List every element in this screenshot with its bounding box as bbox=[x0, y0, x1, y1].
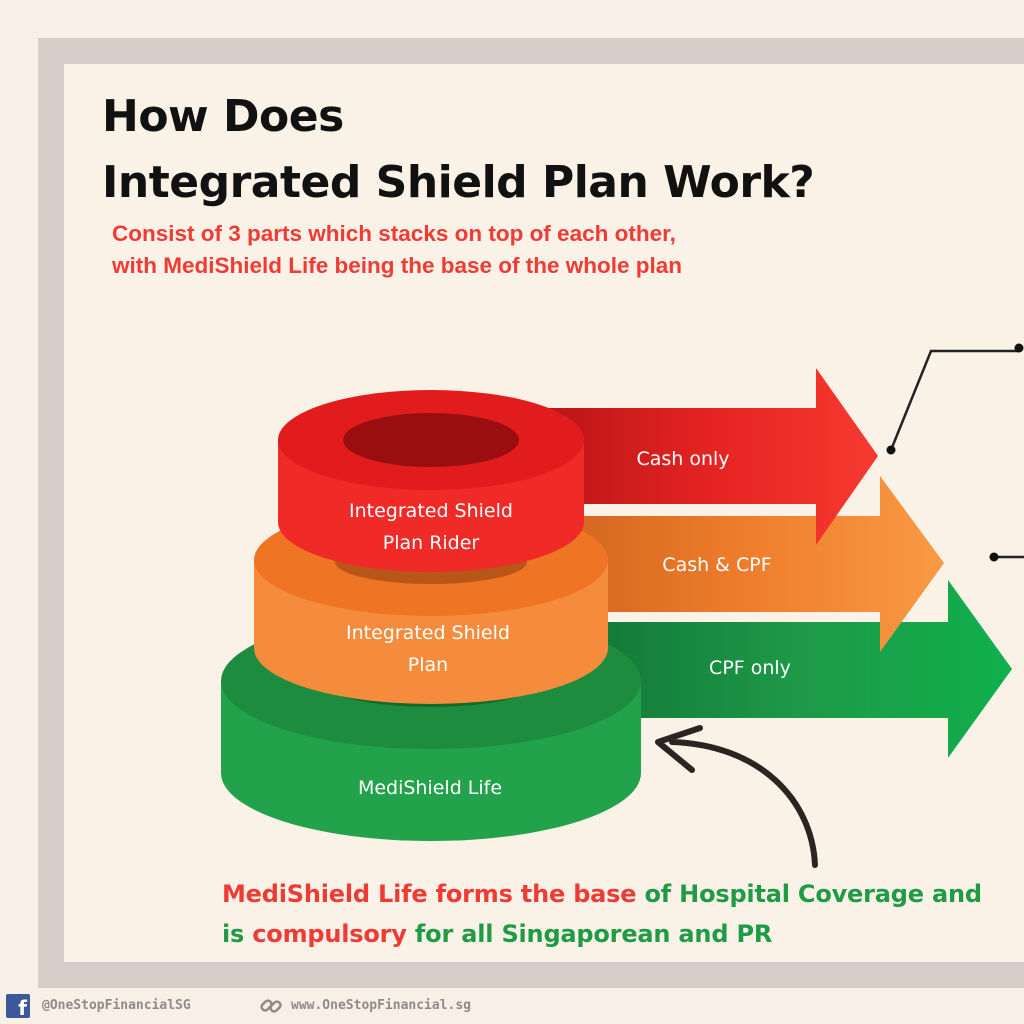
title-line-1: How Does bbox=[102, 91, 344, 142]
plan-label-line-1: Integrated Shield bbox=[346, 622, 510, 644]
title-line-2: Integrated Shield Plan Work? bbox=[102, 157, 815, 208]
medishield-label: MediShield Life bbox=[358, 777, 502, 799]
rider-label-line-1: Integrated Shield bbox=[349, 500, 513, 522]
footer: f @OneStopFinancialSG www.OneStopFinanci… bbox=[0, 990, 1024, 1024]
note-part-3: is bbox=[222, 920, 253, 948]
subtitle-line-1: Consist of 3 parts which stacks on top o… bbox=[112, 221, 676, 246]
subtitle-line-2: with MediShield Life being the base of t… bbox=[112, 253, 683, 278]
arrow-label-cash-cpf: Cash & CPF bbox=[662, 554, 771, 576]
arrow-cash-only bbox=[540, 368, 878, 545]
note-line-2: is compulsory for all Singaporean and PR bbox=[222, 914, 982, 954]
coverage-note: MediShield Life forms the base of Hospit… bbox=[222, 874, 982, 954]
arrow-label-cash-only: Cash only bbox=[636, 448, 729, 470]
arrow-cpf-only bbox=[600, 580, 1012, 758]
note-part-4: compulsory bbox=[252, 920, 407, 948]
note-part-5: for all Singaporean and PR bbox=[406, 920, 773, 948]
rider-label-line-2: Plan Rider bbox=[383, 532, 480, 554]
arrow-label-cpf-only: CPF only bbox=[709, 657, 791, 679]
cylinder-integrated-shield-plan-rider bbox=[278, 390, 584, 572]
note-part-2: of Hospital Coverage and bbox=[636, 880, 982, 908]
pointer-arrow bbox=[655, 725, 818, 868]
connector-lines bbox=[886, 343, 1024, 562]
plan-label-line-2: Plan bbox=[408, 654, 448, 676]
note-part-1: MediShield Life forms the base bbox=[222, 880, 637, 908]
facebook-icon[interactable]: f bbox=[6, 994, 30, 1018]
website-link[interactable]: www.OneStopFinancial.sg bbox=[291, 998, 472, 1013]
subtitle: Consist of 3 parts which stacks on top o… bbox=[112, 218, 682, 282]
page-title: How Does Integrated Shield Plan Work? bbox=[102, 84, 815, 216]
arrow-cash-cpf bbox=[570, 476, 944, 652]
facebook-handle[interactable]: @OneStopFinancialSG bbox=[42, 998, 191, 1013]
note-line-1: MediShield Life forms the base of Hospit… bbox=[222, 874, 982, 914]
link-icon bbox=[260, 999, 282, 1013]
